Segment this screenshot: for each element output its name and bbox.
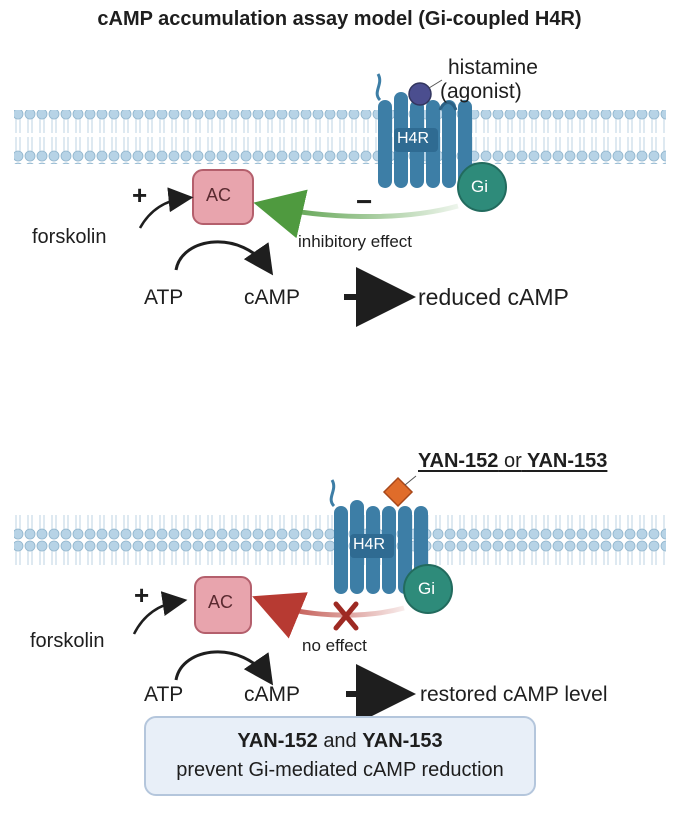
restored-camp-label: restored cAMP level [420,683,608,706]
ac-label-2: AC [208,592,234,612]
gi-protein-2 [403,564,453,614]
membrane-1 [14,110,666,164]
blocked-x-mark [333,601,359,631]
summary-ligand-a: YAN-152 [237,730,318,752]
ligand-a-label: YAN-152 [418,450,499,472]
forskolin-label-2: forskolin [30,630,105,652]
forskolin-arrow-1 [138,187,194,229]
minus-sign: − [356,186,373,217]
no-effect-label: no effect [302,636,367,655]
agonist-label-line2: (agonist) [440,80,522,103]
camp-label-1: cAMP [244,286,301,309]
forskolin-arrow-2 [132,591,188,635]
summary-and: and [323,730,357,752]
receptor-label-2: H4R [353,536,386,553]
plus-sign-2: + [134,580,150,610]
summary-line-1: YAN-152 and YAN-153 [146,730,534,753]
inhibitory-arrow [253,189,459,239]
summary-box: YAN-152 and YAN-153 prevent Gi-mediated … [144,716,536,796]
inhibitory-effect-label: inhibitory effect [298,232,413,251]
conversion-arrow-2 [174,650,274,686]
ac-label-1: AC [206,185,232,205]
ligand-label: YAN-152 or YAN-153 [418,450,607,473]
conversion-arrow-1 [174,240,274,276]
reduced-camp-label: reduced cAMP [418,284,569,310]
histamine-agonist [408,82,432,106]
summary-line-2: prevent Gi-mediated cAMP reduction [176,759,504,781]
summary-ligand-b: YAN-153 [362,730,443,752]
adenylyl-cyclase-2 [194,576,252,634]
blocked-arrow [252,592,405,639]
atp-label-2: ATP [144,683,184,706]
gi-label-2: Gi [418,579,435,598]
figure-title: cAMP accumulation assay model (Gi-couple… [97,8,582,30]
receptor-label-1: H4R [397,130,430,147]
forskolin-label-1: forskolin [32,226,107,248]
atp-label-1: ATP [144,286,184,309]
gi-label-1: Gi [471,177,488,196]
plus-sign-1: + [132,180,148,210]
ligand-or-label: or [503,450,522,472]
agonist-label-line1: histamine [448,56,538,79]
h4r-receptor-1 [375,73,472,188]
camp-label-2: cAMP [244,683,301,706]
ligand-b-label: YAN-153 [526,450,608,472]
gi-protein-1 [457,162,507,212]
